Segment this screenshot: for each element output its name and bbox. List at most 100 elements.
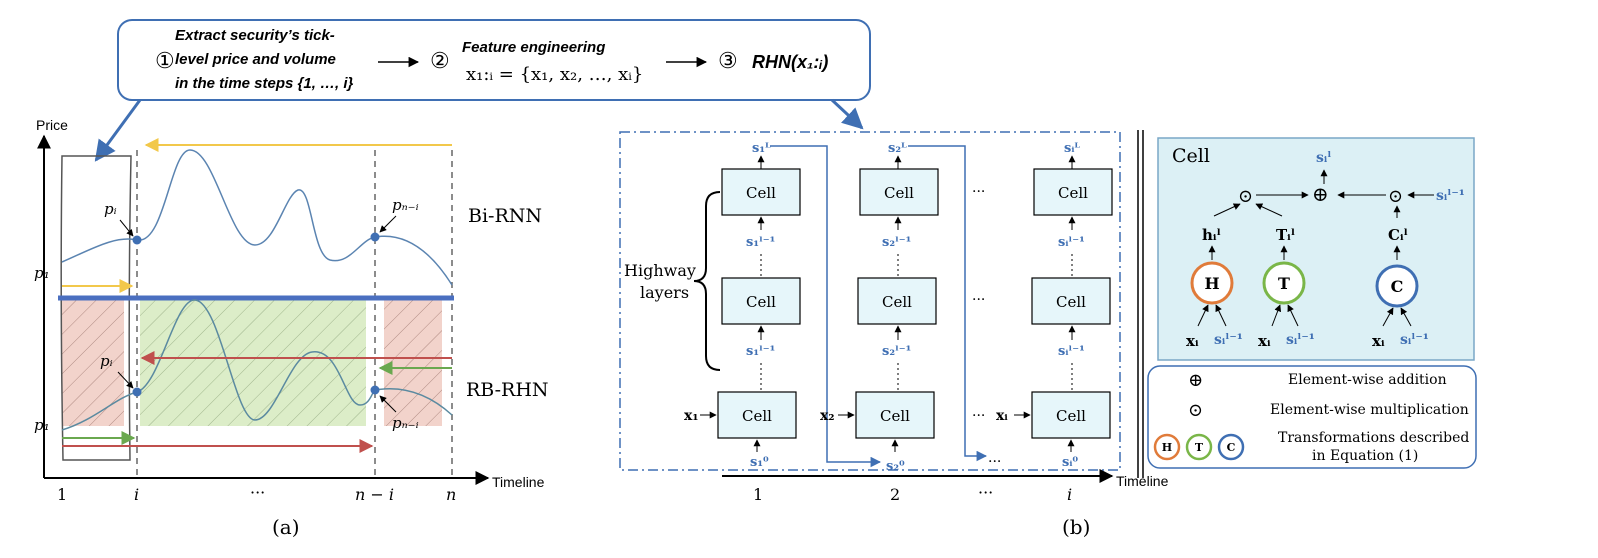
cell-1-bottom <box>717 391 797 439</box>
panel-b-frame <box>619 131 1121 471</box>
tick-1: 1 <box>57 485 67 504</box>
region-red-left <box>62 300 124 426</box>
label-pni-top: pₙ₋ᵢ <box>392 196 419 214</box>
oplus-node: ⊕ <box>1312 182 1329 206</box>
state-carry-2-i <box>908 145 988 462</box>
column-1: Cell Cell Cell s₁ᴸ s₁ˡ⁻¹ s₁ˡ⁻¹ s₁⁰ x₁ <box>684 141 801 470</box>
c-input-s: sᵢˡ⁻¹ <box>1400 332 1429 348</box>
t-input-x: xᵢ <box>1258 332 1271 350</box>
cell-out-state: sᵢˡ <box>1316 150 1331 166</box>
c-output-label: Cᵢˡ <box>1388 226 1408 244</box>
tick-n: n <box>446 485 456 504</box>
point-pi-bottom <box>132 387 142 397</box>
y-axis-label: Price <box>36 117 68 133</box>
state-s1-L: s₁ᴸ <box>752 141 771 156</box>
svg-text:T: T <box>1195 441 1204 454</box>
state-s2-mid: s₂ˡ⁻¹ <box>882 235 911 250</box>
state-si-mid: sᵢˡ⁻¹ <box>1058 235 1085 250</box>
svg-text:H: H <box>1204 274 1219 293</box>
cell-detail-panel: Cell sᵢˡ ⊕ ⊙ ⊙ sᵢˡ⁻¹ hᵢˡ Tᵢˡ Cᵢˡ H T C x… <box>1157 137 1475 361</box>
window-box <box>60 155 132 461</box>
step3-number: ③ <box>718 49 738 74</box>
input-xi: xᵢ <box>996 408 1008 424</box>
legend: ⊕ Element-wise addition ⊙ Element-wise m… <box>1147 365 1477 469</box>
input-x1: x₁ <box>684 408 698 424</box>
timeline-tick-ellipsis: ··· <box>978 483 993 502</box>
svg-text:Cell: Cell <box>746 184 776 202</box>
step2-number: ② <box>430 49 450 74</box>
ellipsis-top: ··· <box>972 184 985 200</box>
svg-text:T: T <box>1278 274 1290 293</box>
panel-a: Price Timeline p₁ p₁ pᵢ pᵢ pₙ₋ᵢ <box>34 117 549 539</box>
label-p1-bottom: p₁ <box>34 416 50 434</box>
label-pi-bottom: pᵢ <box>100 352 113 370</box>
state-si-0: sᵢ⁰ <box>1062 455 1078 470</box>
cell-i-bottom <box>1031 391 1111 439</box>
highway-brace <box>693 191 721 371</box>
svg-text:Cell: Cell <box>1056 407 1086 425</box>
pipeline-box: ① Extract security’s tick- level price a… <box>94 19 871 162</box>
svg-text:Cell: Cell <box>882 293 912 311</box>
label-birnn: Bi-RNN <box>468 205 542 227</box>
tick-n-minus-i: n − i <box>355 485 394 504</box>
svg-text:...: ... <box>988 450 1001 466</box>
h-transform-node <box>1190 261 1234 305</box>
cell-prev-state: sᵢˡ⁻¹ <box>1436 188 1465 204</box>
cell-detail-title: Cell <box>1172 145 1210 167</box>
state-s2-low: s₂ˡ⁻¹ <box>882 344 911 359</box>
t-input-s: sᵢˡ⁻¹ <box>1286 332 1315 348</box>
c-transform-node <box>1375 264 1419 308</box>
caption-a: (a) <box>272 515 300 539</box>
tick-i: i <box>134 485 139 504</box>
t-output-label: Tᵢˡ <box>1276 226 1295 244</box>
svg-text:H: H <box>1162 441 1172 454</box>
step3-formula: RHN(x₁:ᵢ) <box>752 52 828 72</box>
cell-1-top <box>721 168 801 216</box>
step1-line2: level price and volume <box>175 51 336 68</box>
step1-number: ① <box>155 49 175 74</box>
state-carry-1-2 <box>770 145 882 468</box>
highway-label-line1: Highway <box>624 261 696 280</box>
svg-text:Cell: Cell <box>880 407 910 425</box>
state-s2-0: s₂⁰ <box>886 459 905 474</box>
label-pi-top: pᵢ <box>104 200 117 218</box>
x-axis-label: Timeline <box>492 474 545 490</box>
svg-text:Cell: Cell <box>742 407 772 425</box>
legend-transform-line1: Transformations described <box>1278 430 1469 446</box>
panel-b: Highway layers ... Cell Cell Cell s₁ᴸ s₁… <box>619 131 1169 539</box>
odot-left-node: ⊙ <box>1238 186 1253 207</box>
legend-h-icon <box>1153 433 1181 461</box>
step2-formula: x₁:ᵢ = {x₁, x₂, …, xᵢ} <box>466 64 643 85</box>
ellipsis-bottom: ··· <box>972 408 985 424</box>
region-red-right <box>384 300 442 426</box>
point-pni-top <box>370 232 380 242</box>
state-s1-low: s₁ˡ⁻¹ <box>746 344 775 359</box>
legend-c-icon <box>1217 433 1245 461</box>
label-pni-bottom: pₙ₋ᵢ <box>392 414 419 432</box>
timeline-tick-1: 1 <box>753 485 763 504</box>
svg-text:Cell: Cell <box>746 293 776 311</box>
t-transform-node <box>1262 261 1306 305</box>
caption-b: (b) <box>1062 515 1090 539</box>
state-s1-0: s₁⁰ <box>750 455 769 470</box>
timeline-tick-i: i <box>1067 485 1072 504</box>
state-s2-L: s₂ᴸ <box>888 141 907 156</box>
cell-2-mid <box>857 277 937 325</box>
column-2: Cell Cell Cell s₂ᴸ s₂ˡ⁻¹ s₂ˡ⁻¹ s₂⁰ x₂ <box>820 141 939 474</box>
cell-1-mid <box>721 277 801 325</box>
panel-b-timeline-label: Timeline <box>1116 473 1169 489</box>
legend-t-icon <box>1185 433 1213 461</box>
label-rbrhn: RB-RHN <box>466 379 549 401</box>
state-si-low: sᵢˡ⁻¹ <box>1058 344 1085 359</box>
ellipsis-mid: ··· <box>972 292 985 308</box>
c-input-x: xᵢ <box>1372 332 1385 350</box>
birnn-curve <box>61 149 453 286</box>
region-green <box>140 300 366 426</box>
legend-transform-line2: in Equation (1) <box>1312 448 1418 464</box>
tick-ellipsis: ··· <box>250 483 265 502</box>
label-p1-top: p₁ <box>34 264 50 282</box>
svg-text:C: C <box>1227 441 1236 454</box>
cell-2-top <box>859 168 939 216</box>
